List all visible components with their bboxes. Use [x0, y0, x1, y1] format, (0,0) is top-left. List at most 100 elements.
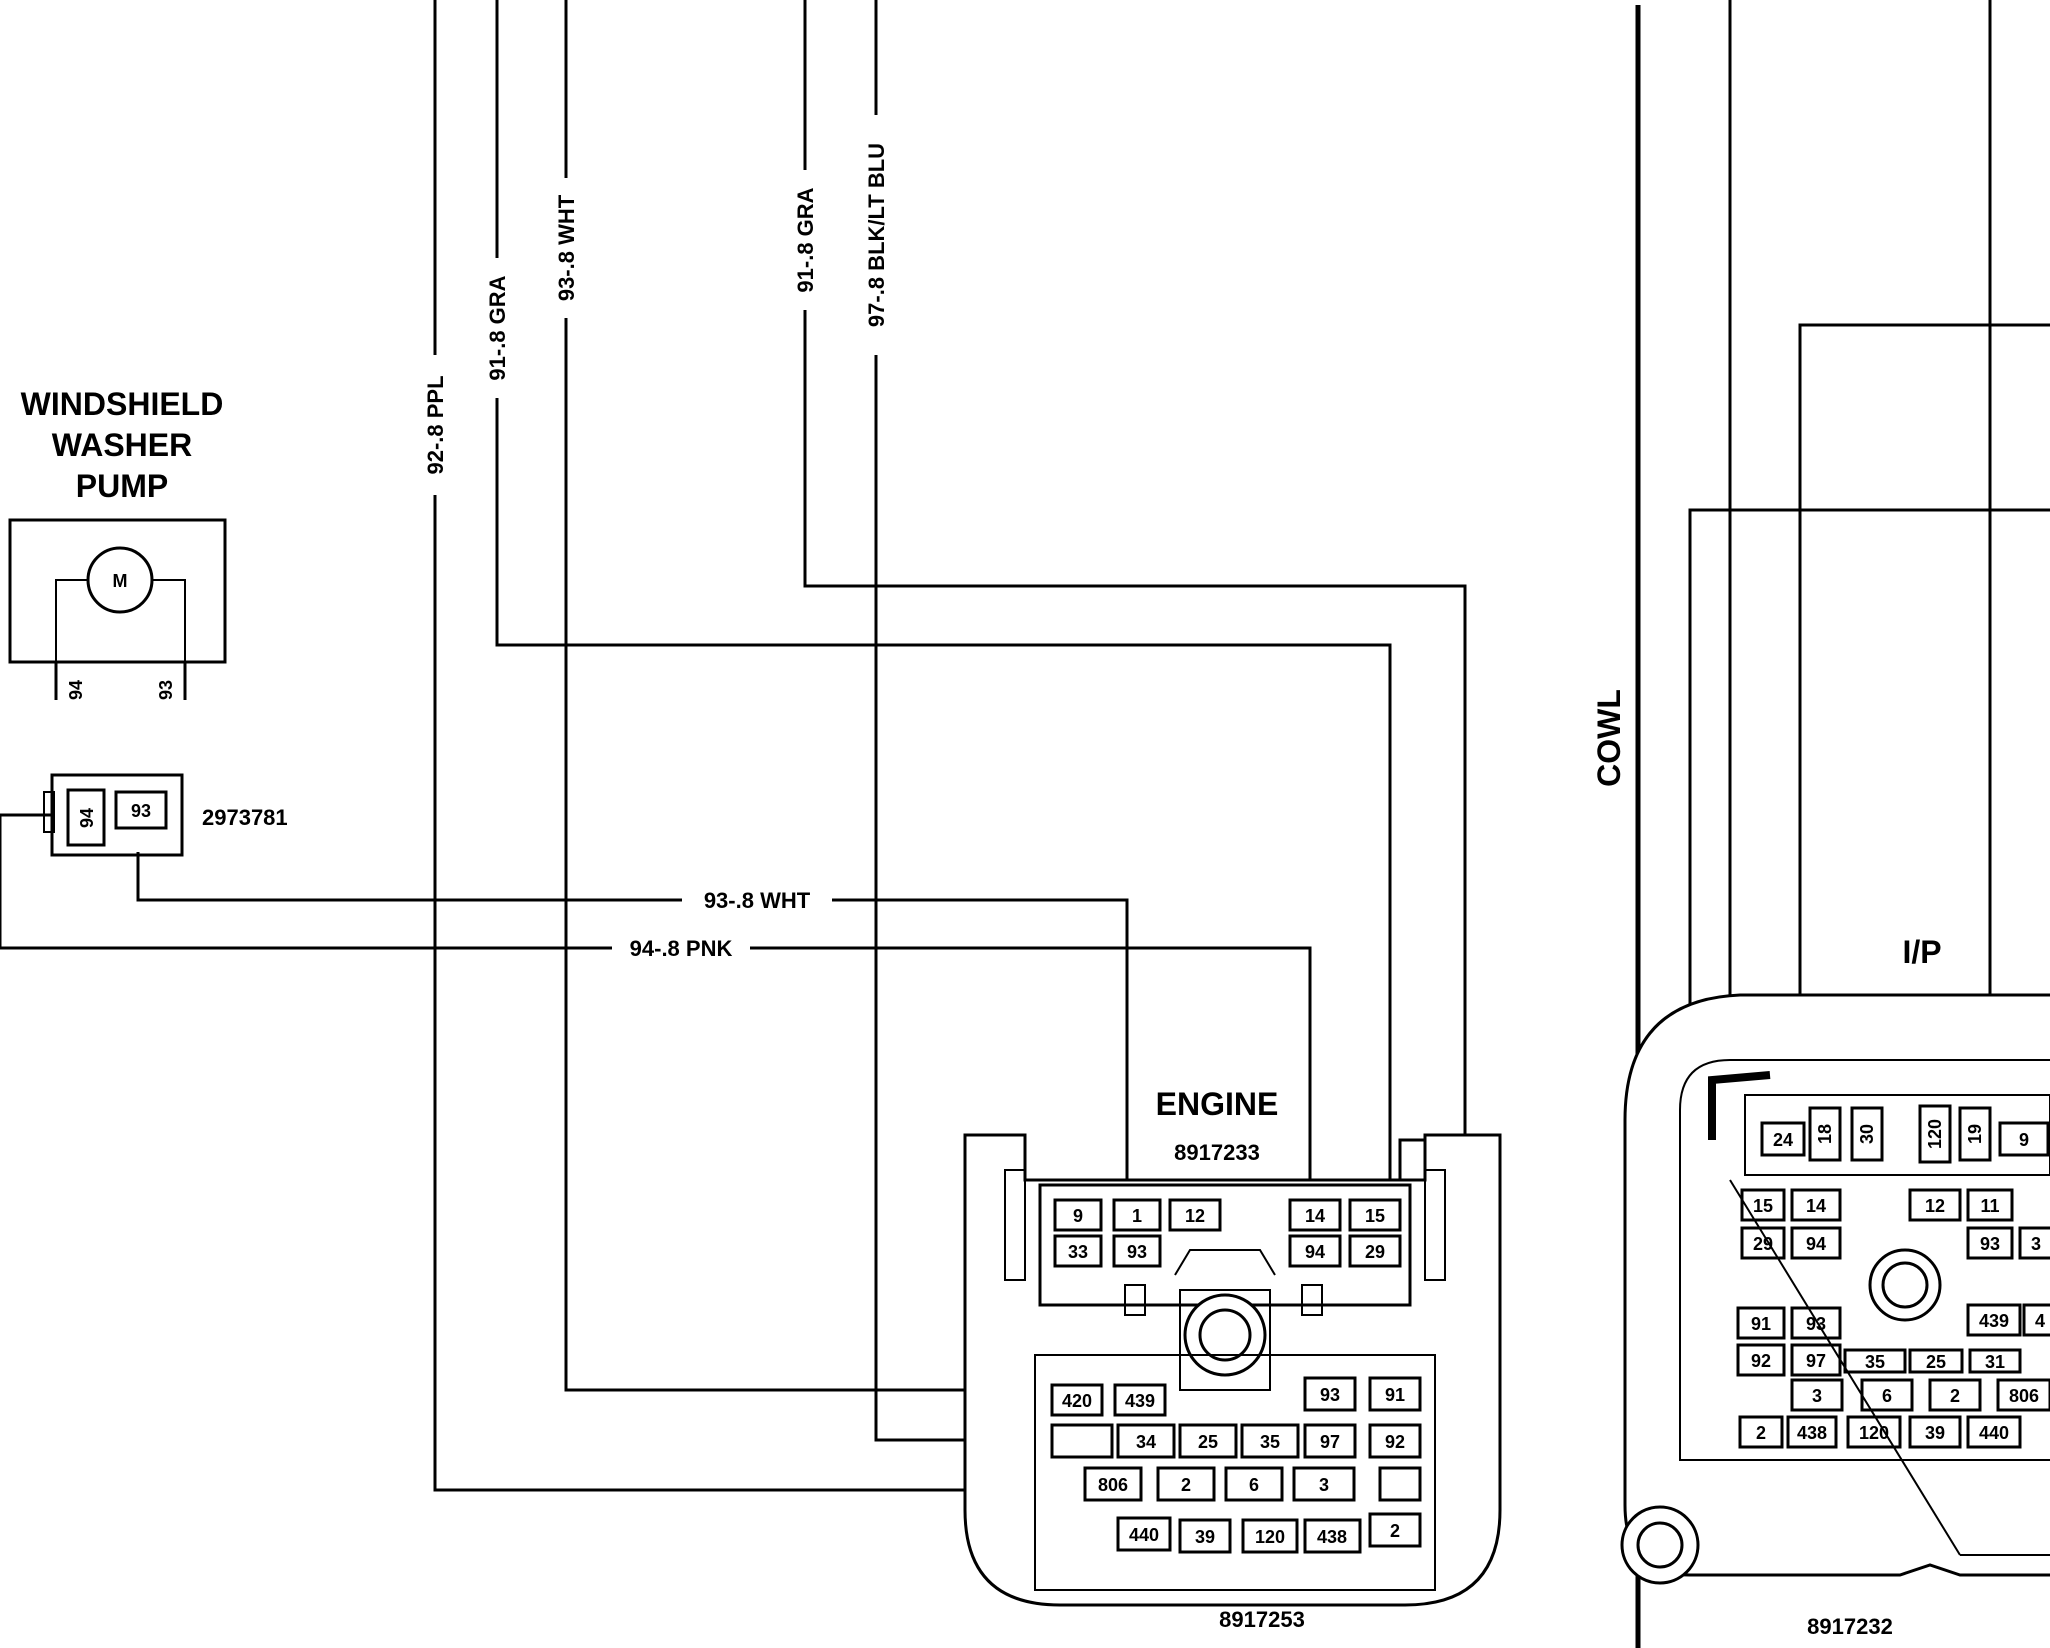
pump-cavity-93-label: 93 — [131, 801, 151, 821]
engine-pin-9-label: 9 — [1073, 1206, 1083, 1226]
ip-connector-housing — [1623, 993, 2050, 1577]
ip-pin-97 — [1790, 1343, 1842, 1377]
engine-bolt-boss — [1179, 1289, 1271, 1391]
engine-pin-6 — [1224, 1466, 1284, 1502]
engine-pin-91 — [1368, 1376, 1422, 1412]
wire-label-91-gra-left: 91-.8 GRA — [485, 275, 510, 380]
engine-connector: ENGINE 8917233 9 1 12 14 15 33 93 94 29 … — [963, 1086, 1502, 1632]
engine-pin-97 — [1303, 1423, 1357, 1459]
cowl-label: COWL — [1591, 689, 1627, 787]
ip-inner-block — [1679, 1059, 2050, 1461]
ip-pin-120-top-label: 120 — [1925, 1119, 1945, 1149]
pump-title-line-2: WASHER — [52, 427, 192, 463]
ip-pin-19 — [1958, 1106, 1992, 1162]
engine-pin-14-label: 14 — [1305, 1206, 1325, 1226]
engine-lower-block — [1034, 1354, 1436, 1591]
ip-pin-12-label: 12 — [1925, 1196, 1945, 1216]
engine-pin-439-label: 439 — [1125, 1391, 1155, 1411]
engine-pin-39-label: 39 — [1195, 1527, 1215, 1547]
ip-pin-24-label: 24 — [1773, 1130, 1793, 1150]
wire-91-gra-right — [803, 0, 1467, 1355]
ip-part-number: 8917232 — [1807, 1614, 1893, 1639]
engine-pin-15-label: 15 — [1365, 1206, 1385, 1226]
engine-pin-440-label: 440 — [1129, 1525, 1159, 1545]
ip-pin-4-cropped-label: 4 — [2035, 1311, 2045, 1331]
ip-pin-6-label: 6 — [1882, 1386, 1892, 1406]
engine-pin-2-upper-label: 2 — [1181, 1475, 1191, 1495]
pump-internal-wire-right — [152, 579, 186, 662]
ip-pin-2-upper — [1928, 1378, 1982, 1412]
ip-pin-3-upper — [2018, 1226, 2050, 1260]
engine-pin-92-label: 92 — [1385, 1432, 1405, 1452]
wire-94-pnk-horizontal — [0, 813, 1312, 1225]
ip-pin-35-label: 35 — [1865, 1352, 1885, 1372]
ip-pin-93-lower — [1790, 1306, 1842, 1340]
ip-pin-31-label: 31 — [1985, 1352, 2005, 1372]
engine-pin-2-upper — [1156, 1466, 1216, 1502]
pump-title-line-1: WINDSHIELD — [21, 386, 224, 422]
pump-terminal-93: 93 — [156, 680, 176, 700]
engine-pin-2-lower — [1368, 1512, 1422, 1548]
ip-pin-29-label: 29 — [1753, 1234, 1773, 1254]
ip-pin-14 — [1790, 1188, 1842, 1222]
engine-pin-33-label: 33 — [1068, 1242, 1088, 1262]
ip-top-block — [1744, 1094, 2050, 1176]
ip-pin-91 — [1736, 1306, 1786, 1340]
engine-pin-35 — [1240, 1423, 1300, 1459]
ip-pin-2-upper-label: 2 — [1950, 1386, 1960, 1406]
ip-pin-24 — [1760, 1121, 1806, 1157]
ip-pin-11 — [1966, 1188, 2014, 1222]
engine-pin-25 — [1178, 1423, 1238, 1459]
engine-pin-29 — [1348, 1234, 1402, 1268]
wire-label-93-wht-vertical: 93-.8 WHT — [554, 194, 579, 301]
engine-pin-97-label: 97 — [1320, 1432, 1340, 1452]
engine-pin-35-label: 35 — [1260, 1432, 1280, 1452]
ip-pin-19-label: 19 — [1965, 1124, 1985, 1144]
wire-label-94-pnk-horizontal: 94-.8 PNK — [630, 936, 733, 961]
ip-pin-439 — [1966, 1303, 2022, 1337]
engine-pin-438-label: 438 — [1317, 1527, 1347, 1547]
engine-key-notch — [1174, 1249, 1276, 1276]
ip-pin-2-lower-label: 2 — [1756, 1423, 1766, 1443]
ip-pin-94 — [1790, 1226, 1842, 1260]
engine-pin-2-lower-label: 2 — [1390, 1521, 1400, 1541]
ip-pin-9 — [1998, 1121, 2050, 1157]
pump-connector-cavity-94 — [66, 788, 106, 847]
ip-mount-hole-inner-icon — [1636, 1521, 1684, 1569]
engine-upper-part-number: 8917233 — [1174, 1140, 1260, 1165]
ip-key-rib — [1708, 1071, 1771, 1140]
motor-icon — [86, 546, 154, 614]
ip-connector: I/P 24 18 30 120 19 9 15 14 12 11 29 94 … — [1620, 0, 2050, 1639]
ip-pin-120-top — [1918, 1104, 1952, 1164]
engine-pin-438 — [1303, 1518, 1362, 1554]
engine-pin-34 — [1116, 1423, 1176, 1459]
engine-pin-25-label: 25 — [1198, 1432, 1218, 1452]
engine-pin-12-label: 12 — [1185, 1206, 1205, 1226]
engine-pin-33 — [1053, 1234, 1103, 1268]
ip-pin-439-label: 439 — [1979, 1311, 2009, 1331]
wire-label-92-ppl: 92-.8 PPL — [423, 375, 448, 474]
wire-label-97-blk-lt-blu: 97-.8 BLK/LT BLU — [864, 143, 889, 327]
ip-pin-18 — [1808, 1106, 1842, 1162]
ip-pin-30-label: 30 — [1857, 1124, 1877, 1144]
engine-pin-440 — [1116, 1516, 1172, 1552]
pump-connector-latch — [43, 791, 55, 833]
engine-pin-93-lower — [1303, 1376, 1357, 1412]
wire-label-93-wht-horizontal: 93-.8 WHT — [704, 888, 811, 913]
engine-pin-12 — [1168, 1198, 1222, 1232]
ip-pin-6 — [1860, 1378, 1914, 1412]
pump-connector-part-number: 2973781 — [202, 805, 288, 830]
ip-pin-3-lower — [1790, 1378, 1844, 1412]
ip-pin-438-label: 438 — [1797, 1423, 1827, 1443]
wire-labels: 92-.8 PPL 91-.8 GRA 93-.8 WHT 91-.8 GRA … — [420, 115, 891, 962]
ip-pin-2-lower — [1738, 1415, 1784, 1449]
ip-pin-91-label: 91 — [1751, 1314, 1771, 1334]
ip-pin-93-upper-label: 93 — [1980, 1234, 2000, 1254]
engine-pin-120 — [1241, 1518, 1299, 1554]
ip-pin-30 — [1850, 1106, 1884, 1162]
ip-crossover-line — [1729, 1179, 1961, 1556]
ip-pin-806 — [1996, 1378, 2050, 1412]
engine-bolt-inner-icon — [1198, 1308, 1252, 1362]
engine-pin-93-upper — [1112, 1234, 1162, 1268]
